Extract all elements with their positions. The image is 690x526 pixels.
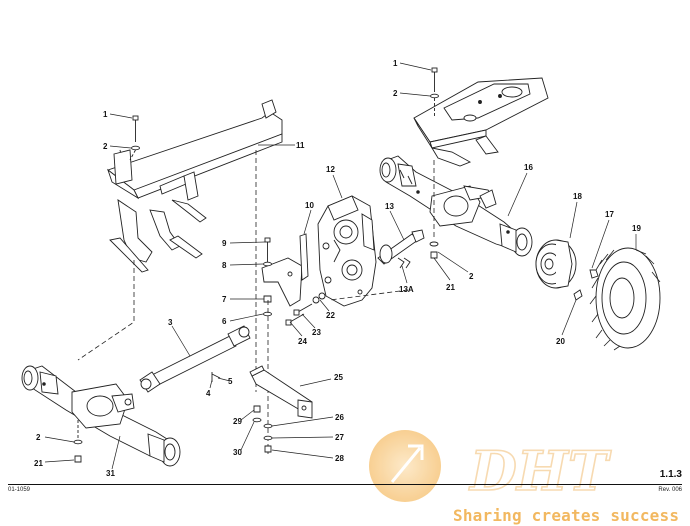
callout-label: 5 <box>228 377 233 386</box>
callout-label: 7 <box>222 295 227 304</box>
rear-axle <box>379 155 533 257</box>
figure-id: 01-1059 <box>8 487 31 493</box>
drive-shaft <box>139 325 251 393</box>
leader-lines <box>44 62 637 470</box>
callout-labels: 1 2 1 2 11 12 16 13 10 18 17 19 9 8 2 21… <box>34 59 641 478</box>
callout-label: 1 <box>103 110 108 119</box>
callout-label: 22 <box>326 311 335 320</box>
callout-label: 4 <box>206 389 211 398</box>
callout-label: 3 <box>168 318 173 327</box>
callout-label: 20 <box>556 337 565 346</box>
revision-label: Rev. 006 <box>658 487 682 493</box>
callout-label: 30 <box>233 448 242 457</box>
callout-label: 9 <box>222 239 227 248</box>
callout-label: 29 <box>233 417 242 426</box>
callout-label: 31 <box>106 469 115 478</box>
axle-crossmember <box>249 365 313 419</box>
callout-label: 2 <box>393 89 398 98</box>
front-axle-bolts <box>73 420 83 463</box>
callout-label: 8 <box>222 261 227 270</box>
callout-label: 19 <box>632 224 641 233</box>
wheel-rim <box>535 239 577 289</box>
callout-label: 21 <box>34 459 43 468</box>
mounting-bracket <box>261 233 309 307</box>
transfer-case <box>317 195 377 307</box>
lug-nut <box>573 269 599 301</box>
callout-label: 2 <box>103 142 108 151</box>
bracket-bolts <box>285 292 326 326</box>
front-axle <box>21 365 181 467</box>
watermark-logo: DHT <box>369 430 613 504</box>
callout-label: 11 <box>296 141 305 150</box>
callout-label: 10 <box>305 201 314 210</box>
callout-label: 23 <box>312 328 321 337</box>
bolt-top-left <box>129 115 140 161</box>
callout-label: 24 <box>298 337 307 346</box>
bolt-top-right <box>430 67 439 118</box>
callout-label: 6 <box>222 317 227 326</box>
callout-label: 13 <box>385 202 394 211</box>
output-shaft <box>377 229 425 265</box>
tire <box>589 247 661 351</box>
callout-label: 26 <box>335 413 344 422</box>
callout-label: 2 <box>36 433 41 442</box>
fastener-stack <box>263 237 272 317</box>
callout-label: 18 <box>573 192 582 201</box>
callout-label: 13A <box>399 285 414 294</box>
callout-label: 21 <box>446 283 455 292</box>
crossmember-fasteners <box>252 405 273 453</box>
skid-plate <box>413 77 549 167</box>
callout-label: 25 <box>334 373 343 382</box>
axle-bolt <box>429 241 439 259</box>
footer-rule <box>8 484 682 485</box>
callout-label: 16 <box>524 163 533 172</box>
frame-crossmember <box>107 99 283 273</box>
callout-label: 27 <box>335 433 344 442</box>
shaft-clip <box>397 257 411 269</box>
watermark-logo-text: DHT <box>468 439 612 503</box>
watermark-arrow-icon <box>390 444 424 483</box>
watermark-tagline: Sharing creates success <box>453 506 680 525</box>
callout-label: 2 <box>469 272 474 281</box>
callout-label: 1 <box>393 59 398 68</box>
shaft-pin <box>211 372 221 382</box>
callout-label: 28 <box>335 454 344 463</box>
page-number: 1.1.3 <box>659 469 682 480</box>
callout-label: 12 <box>326 165 335 174</box>
callout-label: 17 <box>605 210 614 219</box>
